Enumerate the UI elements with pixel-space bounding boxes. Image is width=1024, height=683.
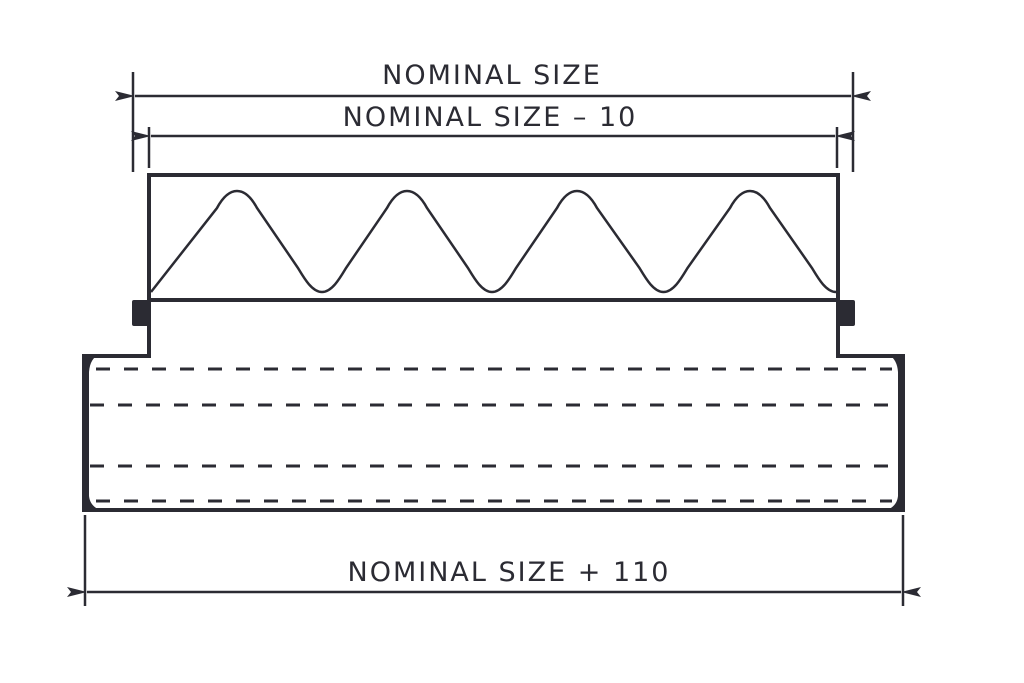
corner-fill-right [887, 354, 905, 512]
corrugated-media [150, 189, 837, 294]
frame-outline [147, 173, 840, 302]
dimension-nominal-size-minus-10: NOMINAL SIZE – 10 [131, 102, 855, 168]
collar-profile [82, 300, 905, 512]
dimension-nominal-size-plus-110: NOMINAL SIZE + 110 [67, 515, 921, 606]
filter-frame [147, 173, 840, 302]
flange-lip-left [132, 300, 149, 326]
hidden-lines [90, 367, 898, 503]
dimension-label-bottom: NOMINAL SIZE + 110 [348, 557, 671, 588]
flange-lip-right [838, 300, 855, 326]
corner-fill-left [82, 354, 100, 512]
dimension-nominal-size: NOMINAL SIZE [115, 60, 871, 172]
dimension-label-top: NOMINAL SIZE [382, 60, 602, 91]
collar-outline [82, 300, 905, 512]
dimension-label-middle: NOMINAL SIZE – 10 [343, 102, 638, 133]
